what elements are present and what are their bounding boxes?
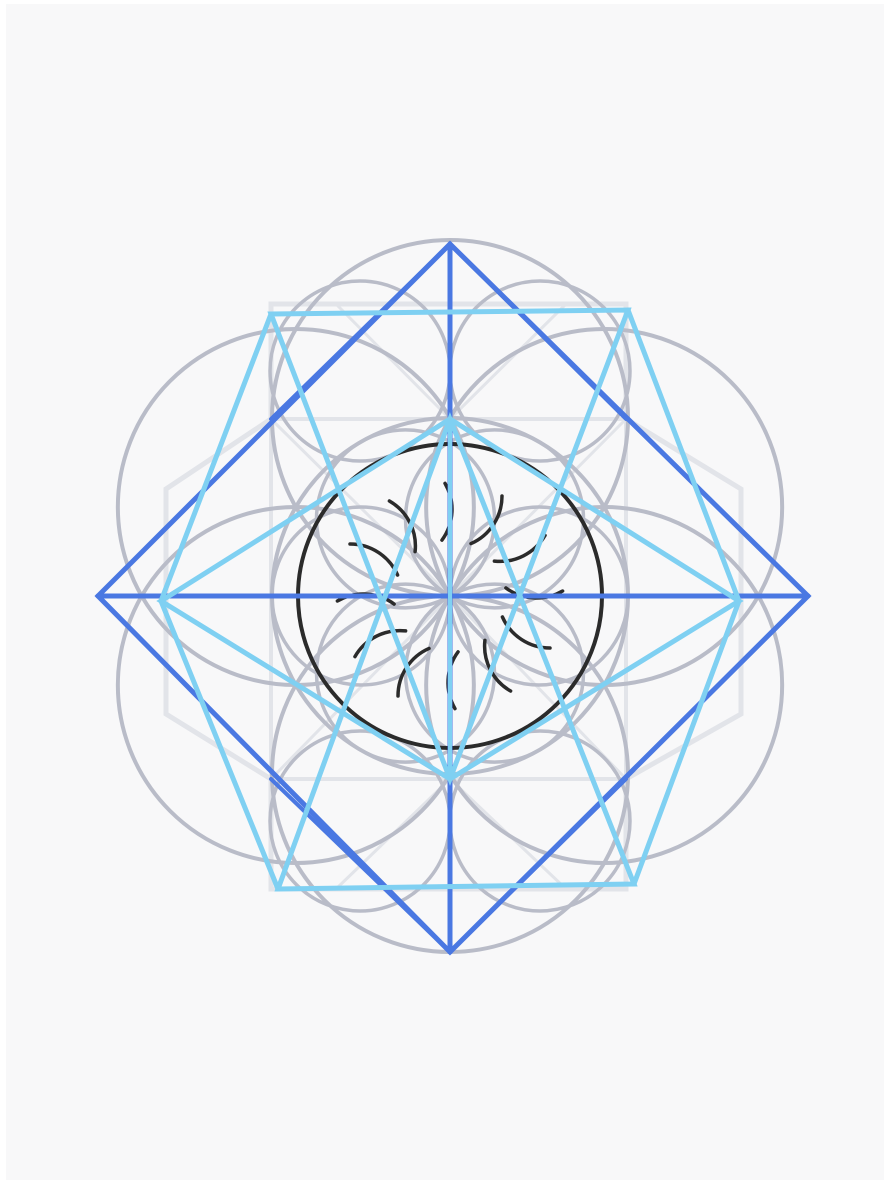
outer-petal-circle (270, 731, 450, 911)
artwork-canvas (6, 4, 884, 1180)
sacred-geometry-artwork (6, 4, 884, 1180)
pale-line (450, 304, 566, 419)
hexagram-left-edge (161, 314, 278, 889)
